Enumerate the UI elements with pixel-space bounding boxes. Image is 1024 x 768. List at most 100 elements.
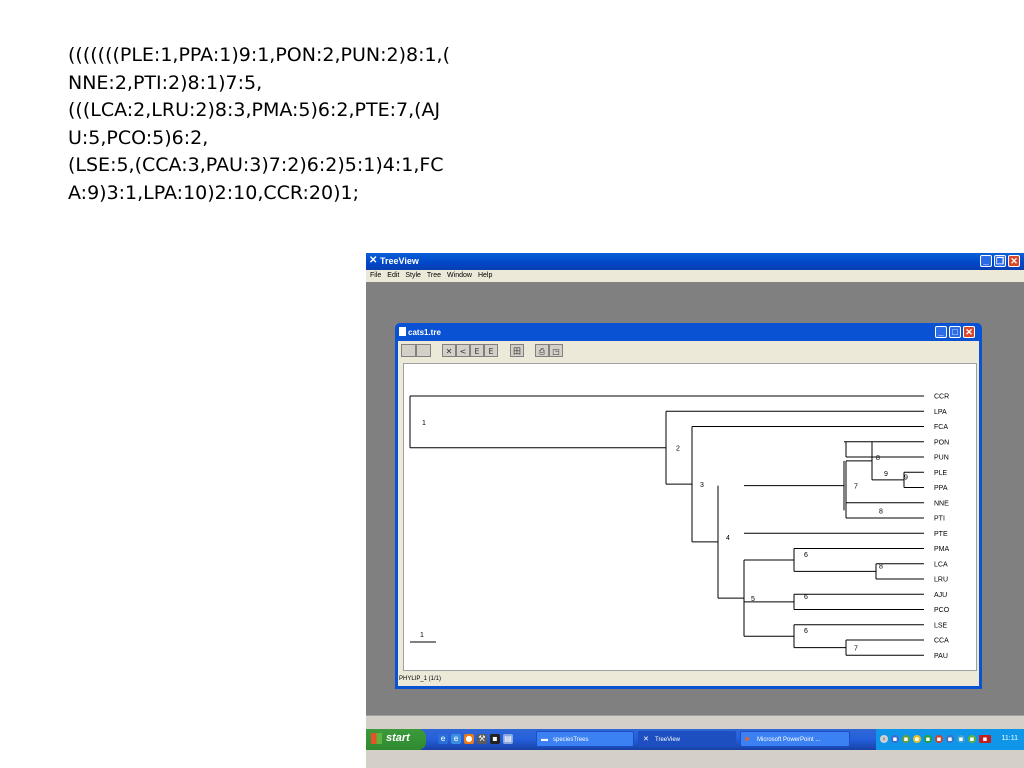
phylogenetic-tree: CCRLPAFCAPONPUNPLEPPANNEPTIPTEPMALCALRUA… xyxy=(409,394,950,660)
menu-edit[interactable]: Edit xyxy=(387,272,400,279)
task-label: speciesTrees xyxy=(553,737,589,743)
rectangular-tree-icon[interactable] xyxy=(416,344,431,357)
node-label: 8 xyxy=(876,455,880,462)
cmd-quicklaunch-icon[interactable]: ▪ xyxy=(490,734,500,744)
print-icon[interactable]: ⎙ xyxy=(535,344,549,357)
newick-line: (((((((PLE:1,PPA:1)9:1,PON:2,PUN:2)8:1,( xyxy=(68,44,451,66)
node-label: 9 xyxy=(884,471,888,478)
newick-line: (LSE:5,(CCA:3,PAU:3)7:2)6:2)5:1)4:1,FC xyxy=(68,154,444,176)
doc-minimize-button[interactable]: _ xyxy=(935,326,947,338)
leaf-label: CCR xyxy=(934,394,949,401)
clock: 11:11 xyxy=(1001,735,1018,742)
task-label: TreeView xyxy=(655,737,681,743)
restore-button[interactable]: ❐ xyxy=(994,255,1006,267)
browser-quicklaunch-icon[interactable]: e xyxy=(451,734,461,744)
taskbar: start e e ● ⚒ ▪ ▤ ▬speciesTrees ✕ TreeVie… xyxy=(366,729,1024,750)
system-tray: ‹ ▪ ▪ ▪ ▪ ▪ ▪ ▪ ▪ ▪ 11:11 xyxy=(876,729,1024,750)
start-button[interactable]: start xyxy=(366,729,426,750)
tray-antivirus-icon[interactable]: ▪ xyxy=(935,735,943,743)
tree-labels: CCRLPAFCAPONPUNPLEPPANNEPTIPTEPMALCALRUA… xyxy=(420,394,950,660)
leaf-label: FCA xyxy=(934,424,948,431)
leaf-label: LSE xyxy=(934,622,948,629)
leaf-label: PMA xyxy=(934,546,950,553)
menu-bar: File Edit Style Tree Window Help xyxy=(366,270,1024,282)
phylogram-icon[interactable]: E xyxy=(470,344,484,357)
tray-volume-icon[interactable]: ▪ xyxy=(946,735,954,743)
newick-line: U:5,PCO:5)6:2, xyxy=(68,126,209,149)
node-label: 8 xyxy=(879,508,883,515)
menu-style[interactable]: Style xyxy=(405,272,421,279)
node-label: 1 xyxy=(422,420,426,427)
tray-network-icon[interactable]: ▪ xyxy=(891,735,899,743)
tray-messenger-icon[interactable]: ▪ xyxy=(957,735,965,743)
node-label: 8 xyxy=(879,563,883,570)
leaf-label: LRU xyxy=(934,577,948,584)
tray-shield-icon[interactable]: ▪ xyxy=(913,735,921,743)
slanted-tree-icon[interactable] xyxy=(401,344,416,357)
leaf-label: PLE xyxy=(934,470,948,477)
leaf-label: PTI xyxy=(934,516,945,523)
document-titlebar[interactable]: cats1.tre _ □ ✕ xyxy=(395,323,982,341)
leaf-label: PTE xyxy=(934,531,948,538)
status-text: PHYLIP_1 (1/1) xyxy=(399,676,442,682)
newick-line: A:9)3:1,LPA:10)2:10,CCR:20)1; xyxy=(68,181,360,204)
doc-close-button[interactable]: ✕ xyxy=(963,326,975,338)
document-status-bar: PHYLIP_1 (1/1) xyxy=(398,673,979,686)
powerpoint-icon: ■ xyxy=(745,736,750,743)
node-label: 9 xyxy=(904,474,908,481)
radial-tree-icon[interactable]: ✕ xyxy=(442,344,456,357)
newick-text: (((((((PLE:1,PPA:1)9:1,PON:2,PUN:2)8:1,(… xyxy=(68,42,588,207)
leaf-label: LPA xyxy=(934,409,947,416)
document-title: cats1.tre xyxy=(408,328,441,337)
cladogram-icon[interactable]: E xyxy=(484,344,498,357)
start-label: start xyxy=(386,732,410,744)
media-quicklaunch-icon[interactable]: ● xyxy=(464,734,474,744)
tree-toolbar: ✕ < E E 田 ⎙ ◳ xyxy=(398,341,979,361)
node-label: 7 xyxy=(854,646,858,653)
task-species-trees[interactable]: ▬speciesTrees xyxy=(536,731,634,747)
leaf-label: PAU xyxy=(934,653,948,660)
tray-update-icon[interactable]: ▪ xyxy=(968,735,976,743)
leaf-label: NNE xyxy=(934,500,949,507)
tool-quicklaunch-icon[interactable]: ⚒ xyxy=(477,734,487,744)
node-label: 5 xyxy=(751,596,755,603)
task-powerpoint[interactable]: ■ Microsoft PowerPoint ... xyxy=(740,731,850,747)
node-label: 3 xyxy=(700,482,704,489)
ie-quicklaunch-icon[interactable]: e xyxy=(438,734,448,744)
show-edge-labels-icon[interactable]: 田 xyxy=(510,344,524,357)
tree-document-window[interactable]: cats1.tre _ □ ✕ ✕ < E E 田 ⎙ ◳ CCR LPA FCA P… xyxy=(395,323,982,689)
minimize-button[interactable]: _ xyxy=(980,255,992,267)
leaf-label: CCA xyxy=(934,638,949,645)
document-icon xyxy=(399,327,406,336)
treeview-title: TreeView xyxy=(380,256,419,266)
menu-help[interactable]: Help xyxy=(477,272,493,279)
leaf-label: PPA xyxy=(934,485,948,492)
treeview-titlebar[interactable]: ✕ TreeView _ ❐ ✕ xyxy=(366,253,1024,270)
node-label: 4 xyxy=(726,535,730,542)
task-treeview[interactable]: ✕ TreeView xyxy=(638,731,736,747)
menu-window[interactable]: Window xyxy=(447,272,472,279)
leaf-label: PCO xyxy=(934,607,950,614)
task-label: Microsoft PowerPoint ... xyxy=(757,737,821,743)
tray-security-icon[interactable]: ▪ xyxy=(924,735,932,743)
newick-line: NNE:2,PTI:2)8:1)7:5, xyxy=(68,71,263,94)
doc-maximize-button[interactable]: □ xyxy=(949,326,961,338)
tray-ati-icon[interactable]: ▪ xyxy=(979,735,991,743)
tray-arrow-icon[interactable]: ‹ xyxy=(880,735,888,743)
treeview-app-icon: ✕ xyxy=(369,255,378,266)
unrooted-tree-icon[interactable]: < xyxy=(456,344,470,357)
menu-file[interactable]: File xyxy=(370,272,382,279)
scale-bar-label: 1 xyxy=(420,632,424,639)
leaf-label: LCA xyxy=(934,561,948,568)
close-button[interactable]: ✕ xyxy=(1008,255,1020,267)
desktop-quicklaunch-icon[interactable]: ▤ xyxy=(503,734,513,744)
print-preview-icon[interactable]: ◳ xyxy=(549,344,563,357)
tray-app-icon[interactable]: ▪ xyxy=(902,735,910,743)
newick-line: (((LCA:2,LRU:2)8:3,PMA:5)6:2,PTE:7,(AJ xyxy=(68,99,441,121)
leaf-label: AJU xyxy=(934,592,947,599)
menu-tree[interactable]: Tree xyxy=(426,272,442,279)
node-label: 6 xyxy=(804,552,808,559)
treeview-icon: ✕ xyxy=(643,736,649,743)
